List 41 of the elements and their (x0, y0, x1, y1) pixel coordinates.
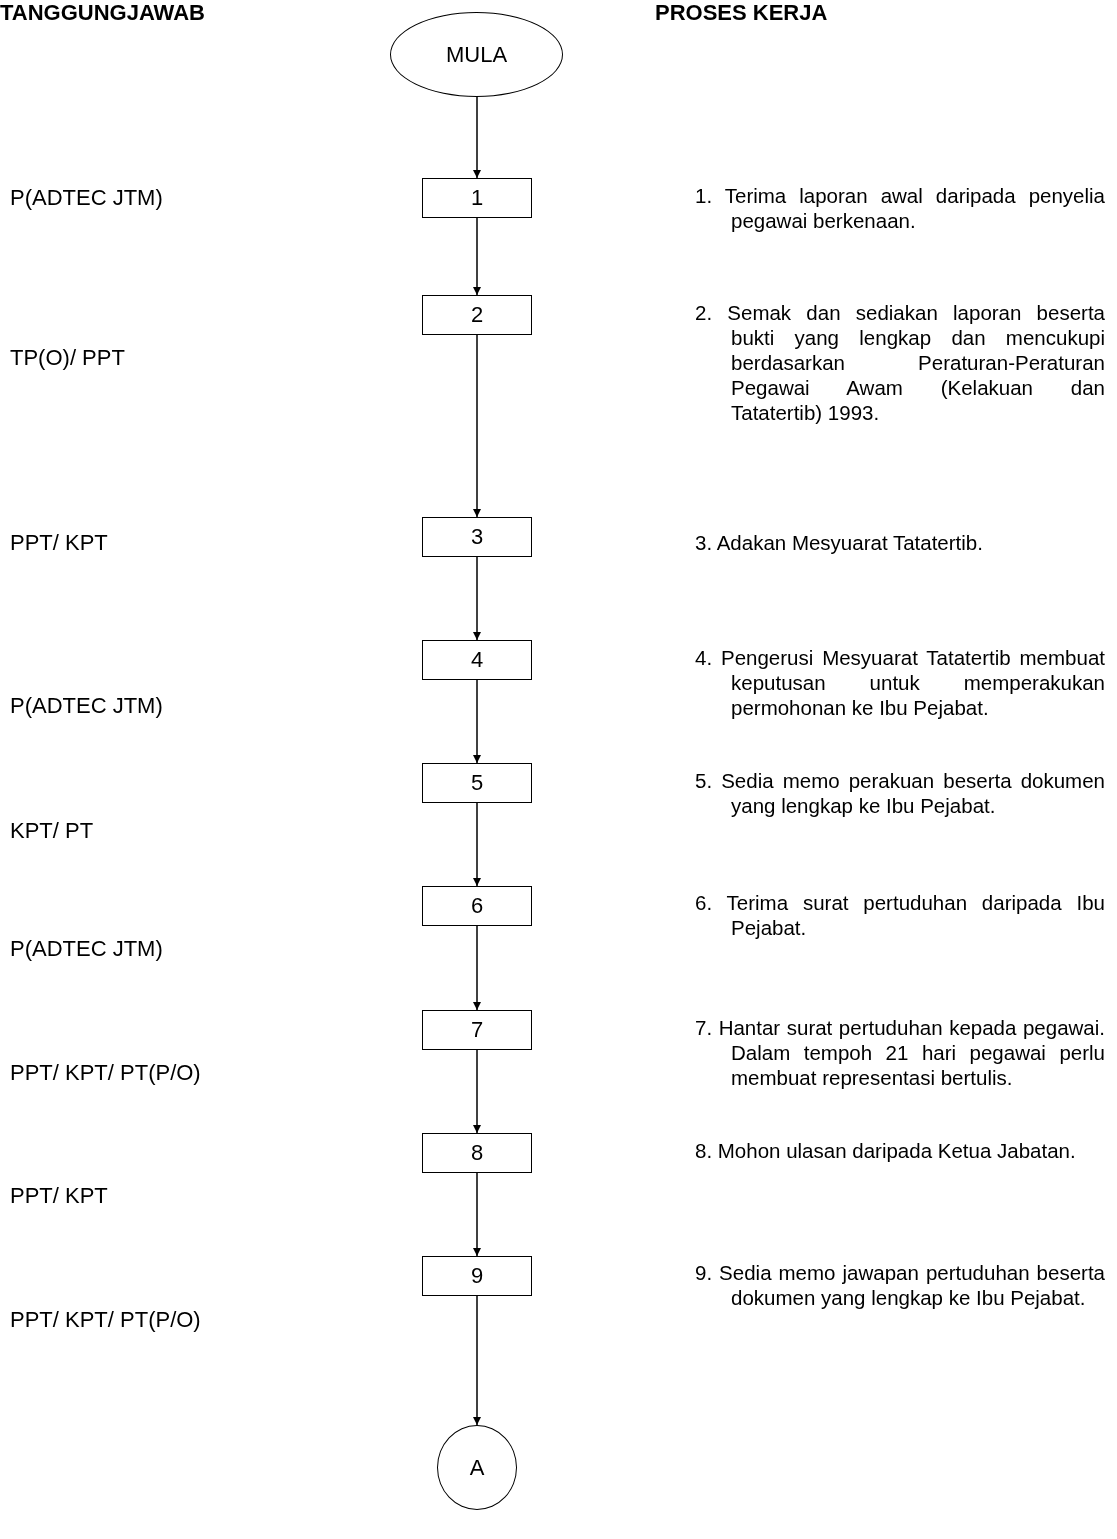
arrow (473, 1049, 481, 1134)
column-header: TANGGUNGJAWAB (0, 0, 205, 26)
responsibility-text: P(ADTEC JTM) (10, 936, 163, 961)
responsibility-text: PPT/ KPT/ PT(P/O) (10, 1060, 201, 1085)
process-box: 2 (422, 295, 532, 335)
process-box: 8 (422, 1133, 532, 1173)
process-step-text: 3. Adakan Mesyuarat Tatatertib. (695, 530, 984, 555)
responsibility-text: KPT/ PT (10, 818, 94, 843)
responsibility-text: P(ADTEC JTM) (10, 693, 163, 718)
process-step-text: 1. Terima laporan awal daripada penyelia pegawai berkenaan. (695, 183, 1105, 233)
responsibility-text: P(ADTEC JTM) (10, 185, 163, 210)
arrow (473, 217, 481, 296)
responsibility-text: PPT/ KPT (10, 1183, 108, 1208)
responsibility-text: PPT/ KPT (10, 530, 108, 555)
process-step-text: 5. Sedia memo perakuan beserta dokumen yang lengkap ke Ibu Pejabat. (695, 768, 1105, 818)
process-step-text: 4. Pengerusi Mesyuarat Tatatertib membuat keputusan untuk memperakukan permohonan ke Ibu Pejabat. (695, 645, 1105, 720)
process-box: 1 (422, 178, 532, 218)
arrow (473, 925, 481, 1011)
process-step-text: 9. Sedia memo jawapan pertuduhan beserta dokumen yang lengkap ke Ibu Pejabat. (695, 1260, 1105, 1310)
arrow (473, 96, 481, 179)
column-header: PROSES KERJA (655, 0, 828, 26)
responsibility-text: TP(O)/ PPT (10, 345, 125, 370)
arrow (473, 334, 481, 518)
arrow (473, 802, 481, 887)
process-box: 3 (422, 517, 532, 557)
process-box: 5 (422, 763, 532, 803)
arrow (473, 1295, 481, 1426)
process-box: 6 (422, 886, 532, 926)
process-step-text: 7. Hantar surat pertuduhan kepada pegawai. Dalam tempoh 21 hari pegawai perlu membuat representasi bertulis. (695, 1015, 1105, 1090)
process-step-text: 2. Semak dan sediakan laporan beserta bukti yang lengkap dan mencukupi berdasarkan Peraturan-Peraturan Pegawai Awam (Kelakuan dan Tatatertib) 1993. (695, 300, 1105, 425)
process-box: 7 (422, 1010, 532, 1050)
process-box: 9 (422, 1256, 532, 1296)
arrow (473, 679, 481, 764)
process-step-text: 8. Mohon ulasan daripada Ketua Jabatan. (695, 1138, 1077, 1163)
arrow (473, 1172, 481, 1257)
arrow (473, 556, 481, 641)
responsibility-text: PPT/ KPT/ PT(P/O) (10, 1307, 201, 1332)
process-step-text: 6. Terima surat pertuduhan daripada Ibu Pejabat. (695, 890, 1105, 940)
terminator-oval: MULA (390, 12, 563, 97)
terminator-oval: A (437, 1425, 517, 1510)
process-box: 4 (422, 640, 532, 680)
